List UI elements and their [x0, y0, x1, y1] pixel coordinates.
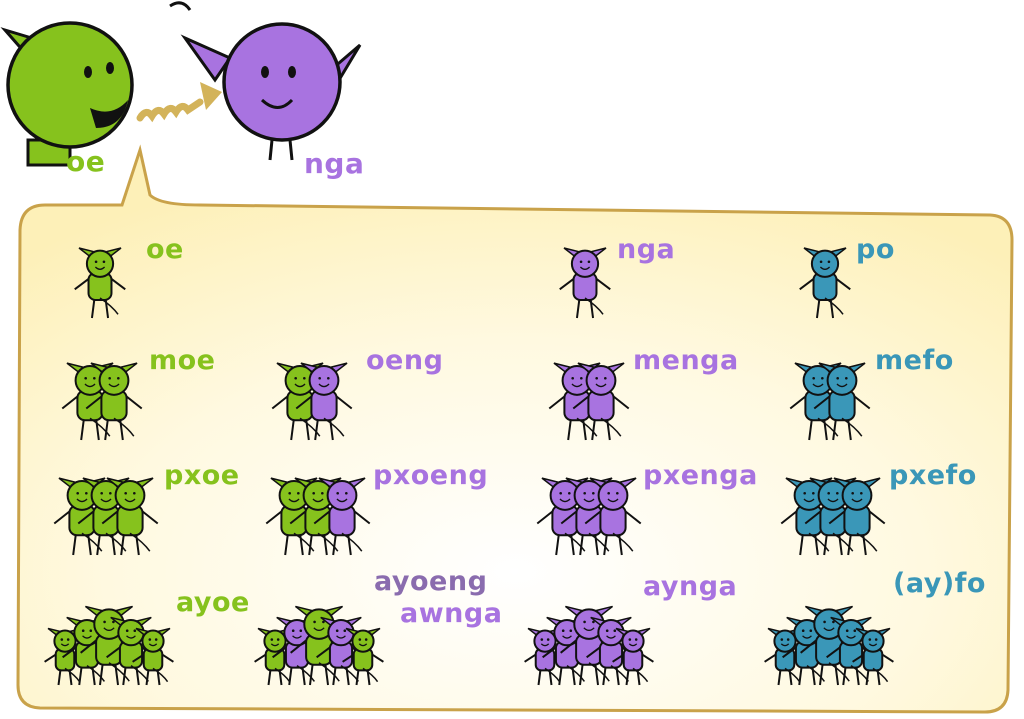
creature: [813, 362, 871, 441]
group-ayoe: [44, 605, 174, 686]
group-ayfo: [764, 605, 894, 686]
label-ayoe: ayoe: [176, 587, 250, 618]
creature: [584, 477, 642, 556]
group-pxefo: [780, 477, 886, 556]
group-nga: [559, 247, 611, 319]
group-pxoe: [53, 477, 159, 556]
label-mefo: mefo: [875, 345, 954, 376]
creature: [85, 362, 143, 441]
label-pxoeng: pxoeng: [373, 460, 489, 491]
group-menga: [548, 362, 630, 441]
label-aynga: aynga: [643, 571, 738, 602]
creature: [559, 247, 611, 319]
figure-groups: [44, 247, 894, 686]
group-po: [799, 247, 851, 319]
label-oe: oe: [146, 234, 184, 265]
group-pxenga: [536, 477, 642, 556]
creature: [572, 362, 630, 441]
creature: [313, 477, 371, 556]
creature: [342, 627, 384, 686]
label-menga: menga: [633, 345, 739, 376]
label-nga: nga: [617, 234, 676, 265]
creature: [826, 616, 876, 686]
group-oe: [74, 247, 126, 319]
creature: [295, 362, 353, 441]
label-po: po: [856, 234, 895, 265]
group-oeng: [271, 362, 353, 441]
group-mefo: [789, 362, 871, 441]
label-awnga: awnga: [400, 598, 503, 629]
group-aynga: [524, 605, 654, 686]
listener-label: nga: [304, 147, 365, 180]
creature: [44, 627, 86, 686]
speaker-label: oe: [66, 145, 106, 178]
creature: [106, 616, 156, 686]
creature: [132, 627, 174, 686]
label-pxefo: pxefo: [889, 460, 977, 491]
creature: [101, 477, 159, 556]
listener-creature: [169, 1, 362, 161]
creature: [560, 477, 618, 556]
creature: [316, 616, 366, 686]
label-oeng: oeng: [366, 345, 444, 376]
label-ayfo: (ay)fo: [893, 568, 986, 599]
creature: [828, 477, 886, 556]
creature: [524, 627, 566, 686]
speech-bubble: [16, 144, 1014, 714]
creature: [560, 605, 618, 686]
group-ayoeng: [254, 605, 384, 686]
creature: [612, 627, 654, 686]
group-pxoeng: [265, 477, 371, 556]
label-pxenga: pxenga: [643, 460, 758, 491]
creature: [254, 627, 296, 686]
label-pxoe: pxoe: [164, 460, 240, 491]
creature: [74, 247, 126, 319]
speaker-creature: [0, 21, 134, 167]
speech-arrow: [136, 98, 204, 123]
creature: [799, 247, 851, 319]
creature: [80, 605, 138, 686]
creature: [852, 627, 894, 686]
group-moe: [61, 362, 143, 441]
label-ayoeng: ayoeng: [374, 566, 488, 597]
label-moe: moe: [149, 345, 216, 376]
